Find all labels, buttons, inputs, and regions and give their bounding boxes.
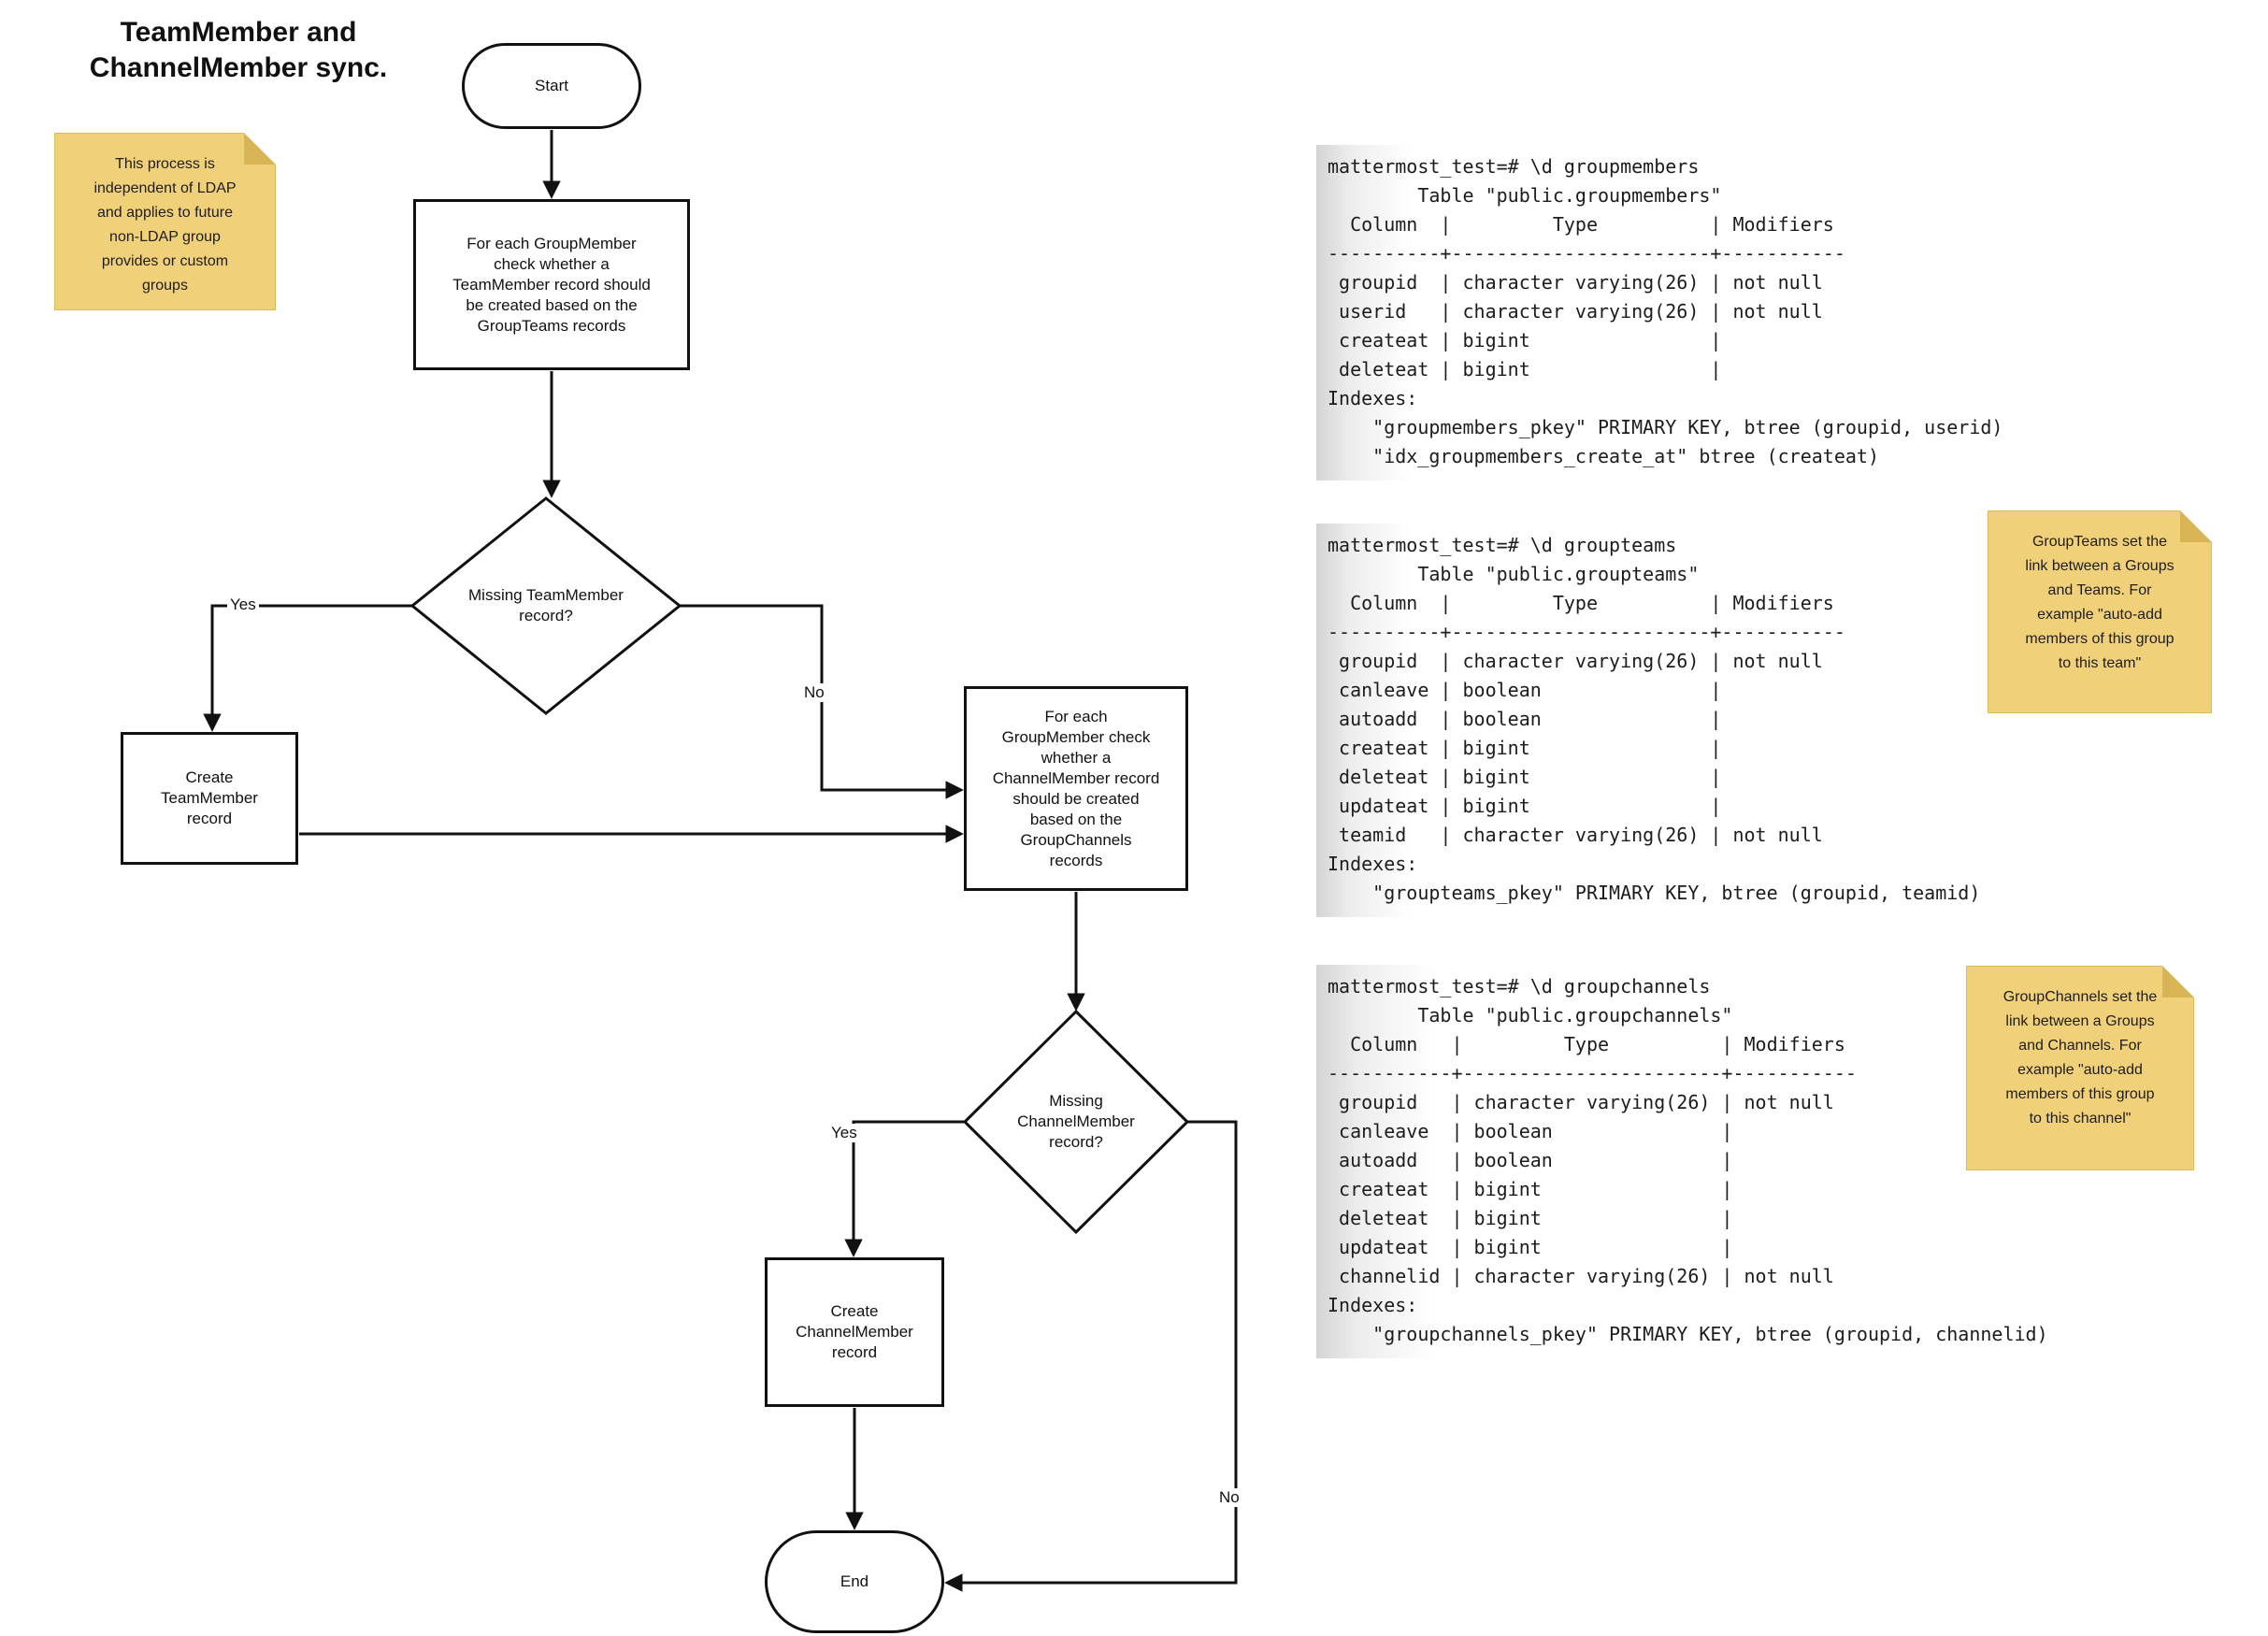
edge-decision1-yes <box>203 604 413 732</box>
decision-missing-channelmember-shape <box>962 1009 1190 1235</box>
folded-corner-icon <box>244 133 276 165</box>
edge-label-yes-2: Yes <box>828 1124 860 1142</box>
create-teammember-node: Create TeamMember record <box>121 732 298 865</box>
sticky-note-ldap-text: This process is independent of LDAP and … <box>93 156 237 294</box>
end-node: End <box>765 1530 944 1633</box>
diagram-title: TeamMember and ChannelMember sync. <box>89 17 388 83</box>
sticky-note-ldap: This process is independent of LDAP and … <box>54 133 276 310</box>
process-check-teammember-node: For each GroupMember check whether a Tea… <box>413 199 690 370</box>
psql-groupmembers-output: mattermost_test=# \d groupmembers Table … <box>1316 145 2002 481</box>
process-check-channelmember-node: For each GroupMember check whether a Cha… <box>964 686 1188 891</box>
sticky-note-groupchannels-text: GroupChannels set the link between a Gro… <box>2002 989 2158 1127</box>
edge-decision2-yes <box>844 1120 964 1257</box>
decision-missing-teammember-label: Missing TeamMember record? <box>468 586 624 624</box>
sticky-note-groupchannels: GroupChannels set the link between a Gro… <box>1966 966 2194 1170</box>
decision-missing-channelmember-label: Missing ChannelMember record? <box>1017 1092 1135 1151</box>
edge-label-yes-1: Yes <box>227 596 259 614</box>
sticky-note-groupteams: GroupTeams set the link between a Groups… <box>1988 510 2212 713</box>
edge-label-no-2: No <box>1216 1488 1242 1507</box>
edge-decision2-no <box>944 1120 1238 1592</box>
edge-label-no-1: No <box>801 683 827 702</box>
decision-missing-teammember-shape <box>409 496 682 715</box>
create-channelmember-node: Create ChannelMember record <box>765 1257 944 1407</box>
folded-corner-icon <box>2180 510 2212 542</box>
folded-corner-icon <box>2162 966 2194 997</box>
psql-groupteams-output: mattermost_test=# \d groupteams Table "p… <box>1316 524 1993 917</box>
start-node: Start <box>462 43 641 129</box>
sticky-note-groupteams-text: GroupTeams set the link between a Groups… <box>2025 534 2175 671</box>
